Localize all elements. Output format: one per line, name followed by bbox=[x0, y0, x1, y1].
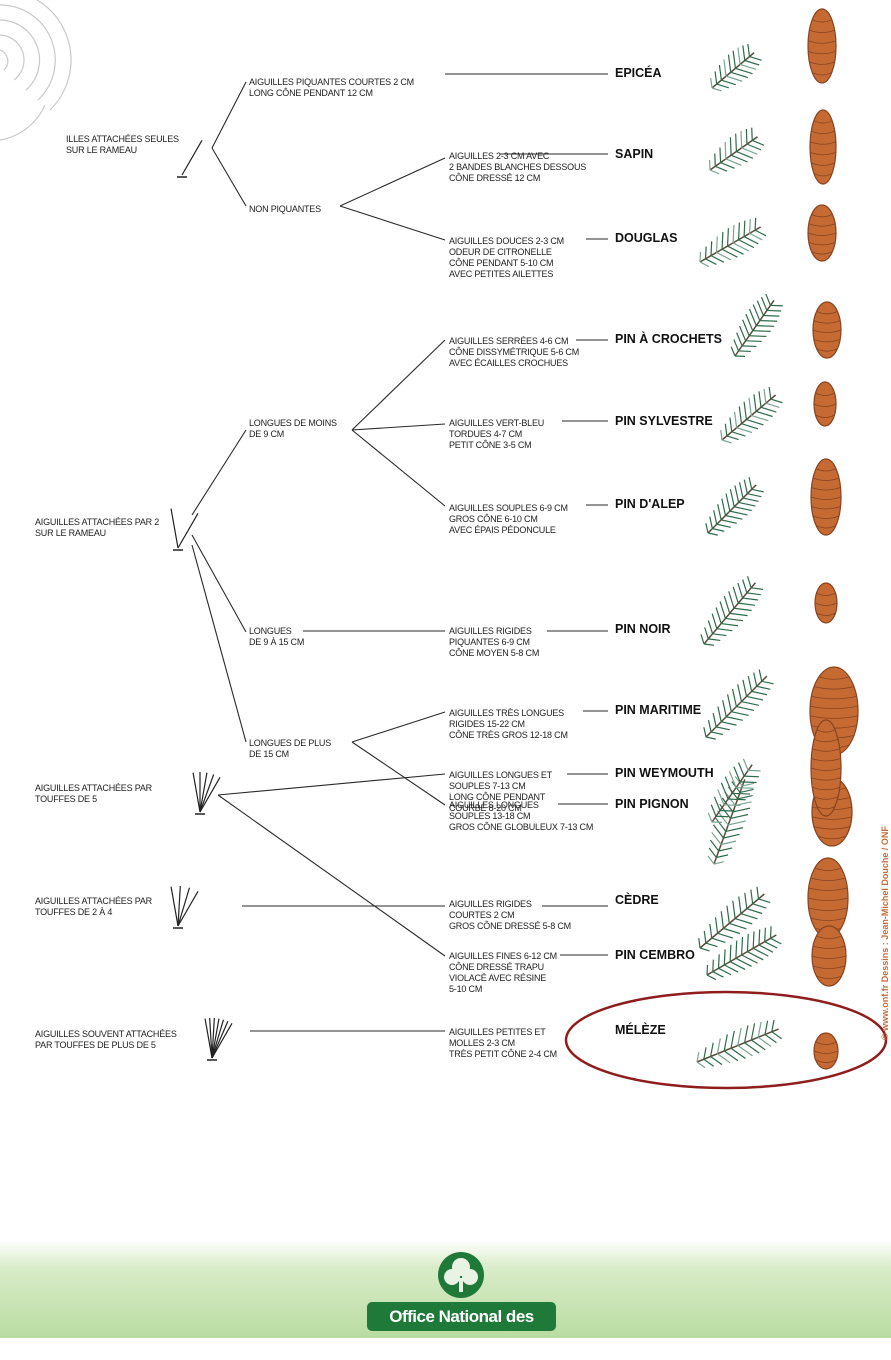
credit-text: © www.onf.fr Dessins : Jean-Michel Douch… bbox=[880, 826, 890, 1040]
onf-logo-text: Office National des Forêts bbox=[367, 1302, 556, 1331]
